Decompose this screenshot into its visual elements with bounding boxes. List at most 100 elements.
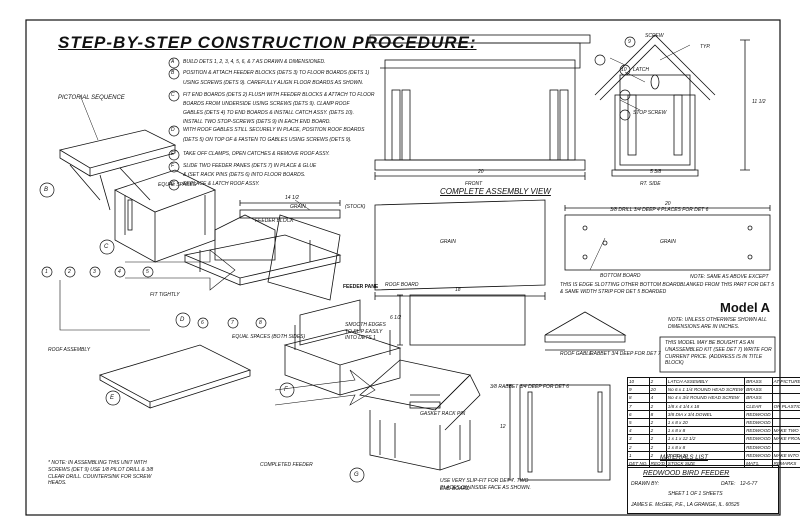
materials-heading: MATERIALS LIST <box>660 455 708 461</box>
pictorial-letter-e: E <box>110 395 115 401</box>
step-letter-b: B <box>171 70 175 76</box>
rack-pin-detail <box>409 394 441 409</box>
step-letter-f: F <box>171 163 175 169</box>
step-text: POSITION & ATTACH FEEDER BLOCKS (DETS 3)… <box>183 70 370 76</box>
smooth-edges-note: SMOOTH EDGES TO SLIP EASILY INTO DETS 1 <box>345 322 386 341</box>
materials-cell: BRASS <box>744 385 773 395</box>
dim-5-3-8: 5 3/8 <box>650 169 662 175</box>
company-line: JAMES E. McGEE, P.E., LA GRANGE, IL. 605… <box>631 502 740 508</box>
pictorial-step-d <box>183 214 342 301</box>
side-note-2: BLANKED FROM THIS PART FOR DET 5 <box>680 282 774 288</box>
materials-cell: 5 <box>627 417 650 428</box>
front-view <box>369 34 591 180</box>
end-board-detail <box>507 384 611 481</box>
drawn-by-label: DRAWN BY: <box>631 481 660 487</box>
rabbet-label: RABBET 3/4 DEEP FOR DET 7 <box>590 351 661 357</box>
materials-cell: 1 x 8 x 8 <box>665 442 746 452</box>
materials-cell: MAKE FROM <box>771 434 800 444</box>
materials-cell: 10 <box>627 376 650 387</box>
materials-cell: No 4 x 3/4 ROUND HEAD SCREW <box>665 393 746 403</box>
materials-cell: 2 <box>648 401 667 411</box>
pictorial-step-f <box>283 299 402 396</box>
drill-note-2: 3/8 RABBET 3/4 DEEP FOR DET 6 <box>490 384 570 390</box>
callout-number: 9 <box>628 39 631 45</box>
materials-cell: MAKE TWO <box>771 426 800 436</box>
step-text: INSTALL TWO STOP-SCREWS (DETS 9) IN EACH… <box>183 119 331 125</box>
pictorial-step-b <box>58 129 177 211</box>
step-letter-g: G <box>171 181 175 187</box>
rabbet-note-2: & SAME WIDTH STRIP FOR DET 5 BOARDED <box>560 289 667 295</box>
materials-cell: 2 <box>627 442 650 452</box>
model-label: Model A <box>720 300 771 315</box>
roof-board-detail <box>374 199 546 300</box>
materials-cell: 2 <box>648 442 667 452</box>
materials-cell: 1 <box>627 450 650 460</box>
stop-screw-label: STOP SCREW <box>633 110 667 116</box>
callout-number: 10 <box>621 67 627 73</box>
feeder-block-label: FEEDER BLOCK <box>255 218 294 224</box>
step-letter-a: A <box>171 59 175 65</box>
title-block: REDWOOD BIRD FEEDER DRAWN BY: DATE: 12-6… <box>627 465 779 514</box>
complete-assembly-label: COMPLETE ASSEMBLY VIEW <box>440 187 551 196</box>
pictorial-letter-d: D <box>180 317 185 323</box>
dimension-note: NOTE: UNLESS OTHERWISE SHOWN ALL DIMENSI… <box>668 317 767 330</box>
materials-header-cell: REMARKS <box>771 458 800 469</box>
materials-cell: 3/8 DIA x 3/4 DOWEL <box>665 409 746 419</box>
materials-cell: 1/8 x 4 1/4 x 18 <box>665 401 746 411</box>
dim-11-1-2: 11 1/2 <box>752 99 766 105</box>
rt-side-view <box>594 34 750 177</box>
materials-cell: 3 <box>627 434 650 444</box>
step-letter-d: D <box>171 127 175 133</box>
materials-header-cell: REQ'D <box>648 458 667 469</box>
materials-cell: REDWOOD <box>744 417 773 428</box>
materials-cell: No 6 x 1 1/4 ROUND HEAD SCREW <box>665 385 746 395</box>
pictorial-sequence-label: PICTORIAL SEQUENCE <box>58 95 125 101</box>
leader-lines <box>79 44 691 271</box>
materials-cell: BRASS <box>744 376 773 387</box>
completed-feeder-label: COMPLETED FEEDER <box>260 462 313 468</box>
materials-cell: 7 <box>627 401 650 411</box>
step-text: & (SET RACK PINS (DETS 6) INTO FLOOR BOA… <box>183 172 306 178</box>
step-text: FIT END BOARDS (DETS 2) FLUSH WITH FEEDE… <box>183 92 375 98</box>
callout-number: 8 <box>259 320 262 326</box>
materials-cell: OR PLASTIC <box>771 401 800 411</box>
latch-label: LATCH <box>633 67 650 73</box>
step-letter-circles <box>39 57 365 483</box>
materials-cell: 2 <box>648 434 667 444</box>
materials-header-cell: STOCK SIZE <box>665 458 746 469</box>
fit-tightly-label: FIT TIGHTLY <box>150 292 180 298</box>
step-letter-c: C <box>171 92 175 98</box>
date-value: 12-6-77 <box>740 481 758 487</box>
grain-label-bottom: GRAIN <box>660 239 676 245</box>
feeder-pane-detail <box>397 294 526 346</box>
drill-note: 3/8 DRILL 3/4 DEEP 4 PLACES FOR DET 6 <box>610 207 709 213</box>
step-letter-e: E <box>171 151 175 157</box>
assembly-note: * NOTE: IN ASSEMBLING THIS UNIT WITH SCR… <box>48 460 154 487</box>
roof-gable-detail <box>544 311 627 351</box>
stock-label: (STOCK) <box>345 204 366 210</box>
materials-cell: 4 <box>627 426 650 436</box>
pictorial-letter-f: F <box>284 387 288 393</box>
materials-cell: AT PICTURES <box>771 376 800 387</box>
pictorial-letter-c: C <box>104 244 109 250</box>
callout-number: 1 <box>45 269 48 275</box>
callout-number: 5 <box>146 269 149 275</box>
roof-gable-label: ROOF GABLE <box>560 351 593 357</box>
materials-cell <box>771 442 800 452</box>
materials-cell: REDWOOD <box>744 426 773 436</box>
materials-cell: 6 <box>627 409 650 419</box>
page-title: STEP-BY-STEP CONSTRUCTION PROCEDURE: <box>58 33 477 52</box>
callout-circles <box>41 36 636 329</box>
front-label: FRONT <box>465 181 483 187</box>
end-board-label: END BOARD <box>440 486 470 492</box>
callout-number: 4 <box>118 269 121 275</box>
dim-12: 12 <box>500 424 506 430</box>
